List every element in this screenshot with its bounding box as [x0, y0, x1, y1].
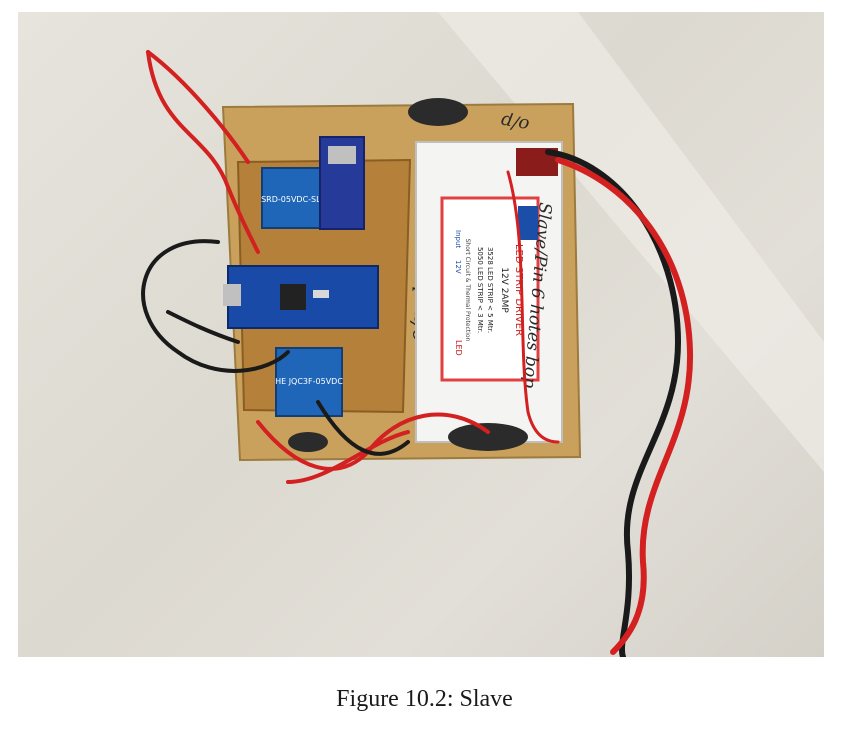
driver-input-text: Input [454, 230, 462, 248]
rf-module [319, 136, 365, 230]
output-annotation-text: o/p [499, 110, 531, 136]
driver-logo-text: LED [454, 340, 463, 356]
relay-bottom-label: HE JQC3F-05VDC [275, 377, 343, 386]
driver-voltage-text: 12V [454, 260, 462, 274]
figure-caption: Figure 10.2: Slave [336, 686, 513, 712]
relay-bottom: HE JQC3F-05VDC [275, 347, 343, 417]
driver-rating-text: 12V 2AMP [499, 267, 509, 313]
relay-top-label: SRD-05VDC-SL-C [261, 195, 329, 204]
electrical-tape [288, 98, 528, 452]
led-driver: LED STRIP DRIVER 12V 2AMP 3528 LED STRIP… [415, 141, 563, 443]
driver-line1-text: 3528 LED STRIP < 5 Mtr. [486, 247, 494, 333]
slave-board-photo: SRD-05VDC-SL-C HE JQC3F-05VDC o/p slave … [18, 12, 824, 660]
handwritten-output-label: o/p [499, 110, 531, 136]
driver-protection-text: Short Circuit & Thermal Protection [464, 239, 471, 342]
driver-title-text: LED STRIP DRIVER [513, 244, 524, 336]
wires [141, 50, 694, 660]
arduino-nano [223, 265, 379, 329]
driver-line2-text: 5050 LED STRIP < 3 Mtr. [476, 247, 484, 333]
